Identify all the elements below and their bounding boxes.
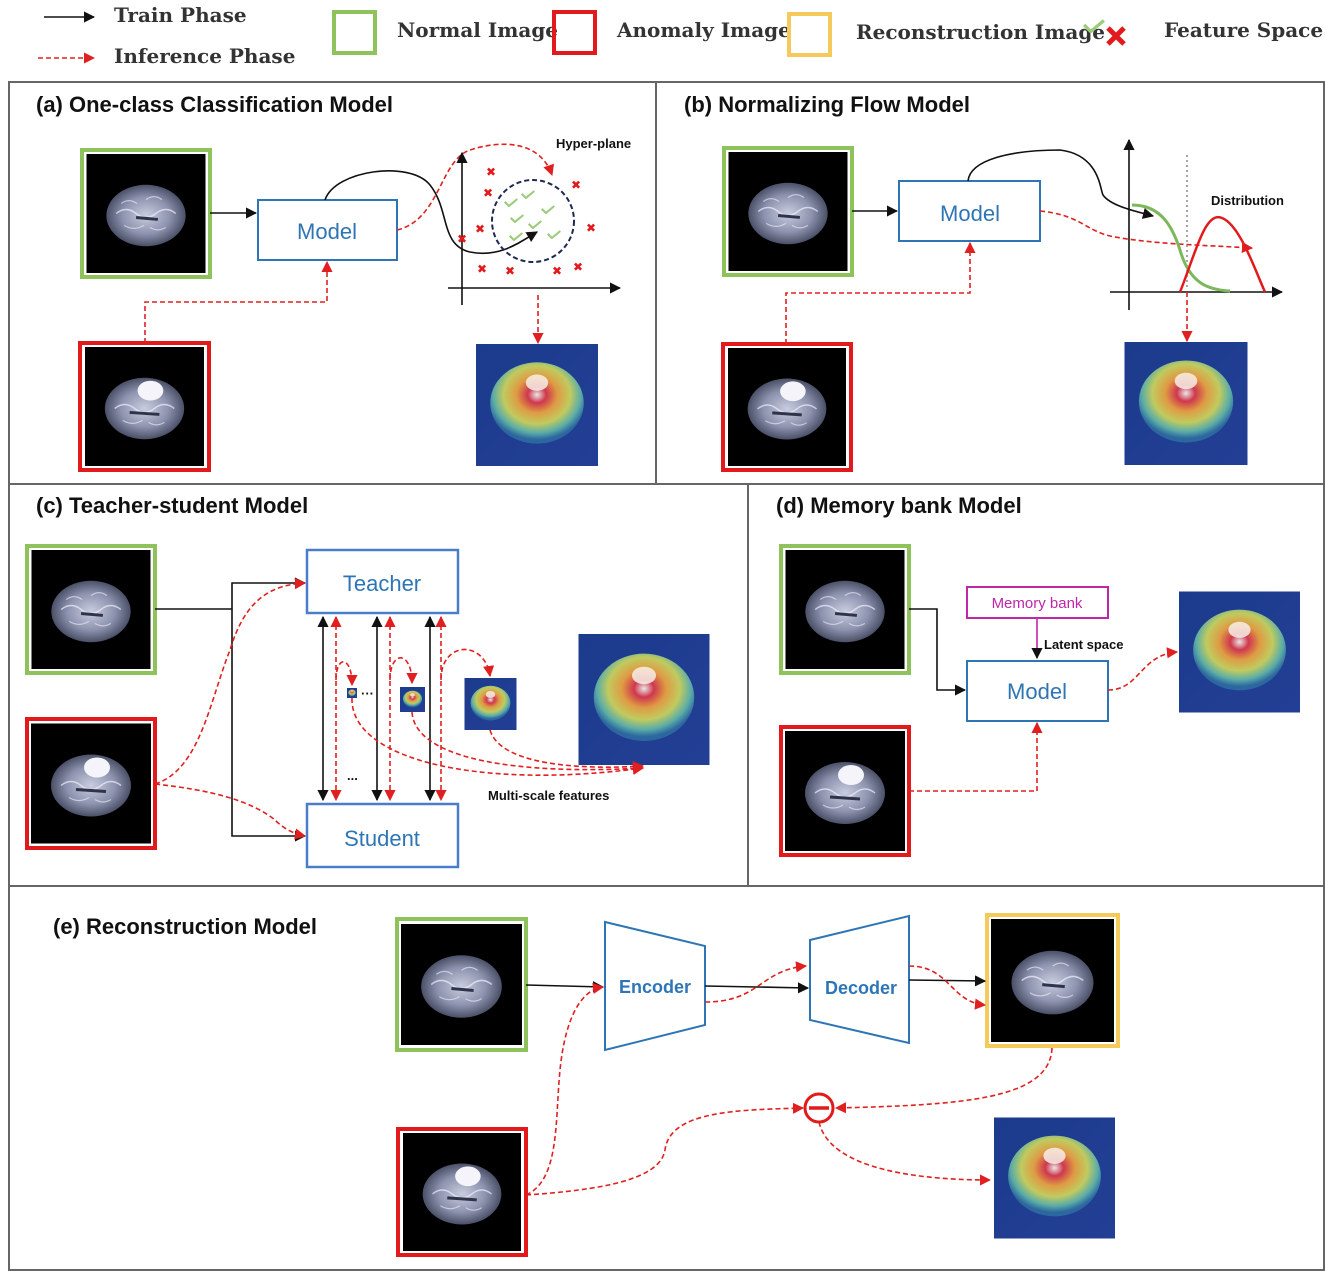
panel-d-title: (d) Memory bank Model [776, 493, 1022, 518]
reconstruction-swatch [787, 12, 832, 57]
student-box [305, 802, 460, 869]
legend-feature-label: Feature Space [1164, 18, 1323, 42]
panel-borders [8, 81, 1325, 1271]
svg-text:✖: ✖ [486, 165, 496, 179]
e-anomaly-map [994, 1117, 1115, 1239]
e-normal-frame [395, 917, 528, 1052]
decoder-label: Decoder [825, 978, 897, 998]
encoder-label: Encoder [619, 977, 691, 997]
normal-swatch [332, 10, 377, 55]
svg-text:✖: ✖ [477, 262, 487, 276]
svg-text:✖: ✖ [586, 221, 596, 235]
panel-b-title: (b) Normalizing Flow Model [684, 92, 970, 117]
anomaly-swatch [552, 10, 597, 55]
d-normal-image [785, 550, 905, 669]
a-anomaly-map [476, 344, 598, 466]
svg-text:✖: ✖ [505, 264, 515, 278]
svg-text:✖: ✖ [571, 178, 581, 192]
svg-text:✖: ✖ [475, 222, 485, 236]
a-model-box [257, 199, 398, 261]
c-multiscale-label: Multi-scale features [488, 788, 609, 803]
decoder-shape [809, 914, 910, 1045]
panel-a: (a) One-class Classification Model Model… [36, 92, 631, 472]
svg-text:✖: ✖ [573, 260, 583, 274]
panel-a-title: (a) One-class Classification Model [36, 92, 393, 117]
legend-anomaly-label: Anomaly Image [616, 18, 791, 42]
e-anomaly-image [402, 1133, 522, 1251]
cross-icon [1106, 26, 1126, 46]
panel-e: (e) Reconstruction Model Encoder Decoder [53, 913, 1120, 1257]
c-anomaly-image [31, 723, 151, 844]
b-anomaly-frame [721, 342, 853, 472]
d-anomaly-map [1179, 591, 1300, 713]
legend-train-label: Train Phase [114, 3, 247, 27]
teacher-box [305, 548, 460, 615]
b-anomaly-map [1124, 342, 1248, 465]
student-label: Student [344, 826, 420, 851]
memory-bank-label: Memory bank [992, 595, 1083, 612]
legend-reconstruction-label: Reconstruction Image [856, 20, 1105, 44]
e-anomaly-frame [396, 1127, 528, 1257]
c-anomaly-map [578, 634, 710, 765]
d-anomaly-image [785, 731, 905, 851]
c-dots: ... [347, 768, 358, 783]
b-model-label: Model [940, 201, 1000, 226]
panel-e-title: (e) Reconstruction Model [53, 914, 317, 939]
panel-b: (b) Normalizing Flow Model Model Distrib… [684, 92, 1284, 472]
b-model-box [898, 180, 1041, 242]
b-anomaly-image [727, 348, 847, 466]
d-model-box [966, 660, 1109, 722]
svg-text:✖: ✖ [483, 186, 493, 200]
minus-icon [803, 1092, 835, 1124]
panel-c-title: (c) Teacher-student Model [36, 493, 308, 518]
a-anomaly-image [84, 347, 205, 466]
teacher-label: Teacher [343, 571, 421, 596]
svg-text:···: ··· [361, 686, 374, 701]
d-model-label: Model [1007, 679, 1067, 704]
e-normal-image [401, 923, 522, 1046]
legend-normal-label: Normal Image [397, 18, 558, 42]
encoder-shape [604, 920, 706, 1052]
c-normal-image [31, 550, 151, 669]
svg-text:✖: ✖ [552, 264, 562, 278]
legend: Train Phase Inference Phase Normal Image… [38, 3, 1323, 68]
svg-text:✖: ✖ [457, 232, 467, 246]
panel-d: (d) Memory bank Model Memory bank Latent… [776, 493, 1300, 857]
b-distribution-label: Distribution [1211, 193, 1284, 208]
a-normal-image [86, 154, 206, 273]
a-model-label: Model [297, 219, 357, 244]
latent-space-label: Latent space [1044, 637, 1123, 652]
a-hyperplane-label: Hyper-plane [556, 136, 631, 151]
reconstruction-frame [985, 913, 1120, 1048]
b-normal-image [728, 152, 848, 271]
panel-c: (c) Teacher-student Model Teacher Studen… [25, 493, 710, 869]
legend-inference-label: Inference Phase [114, 44, 295, 68]
reconstruction-image [991, 919, 1114, 1042]
